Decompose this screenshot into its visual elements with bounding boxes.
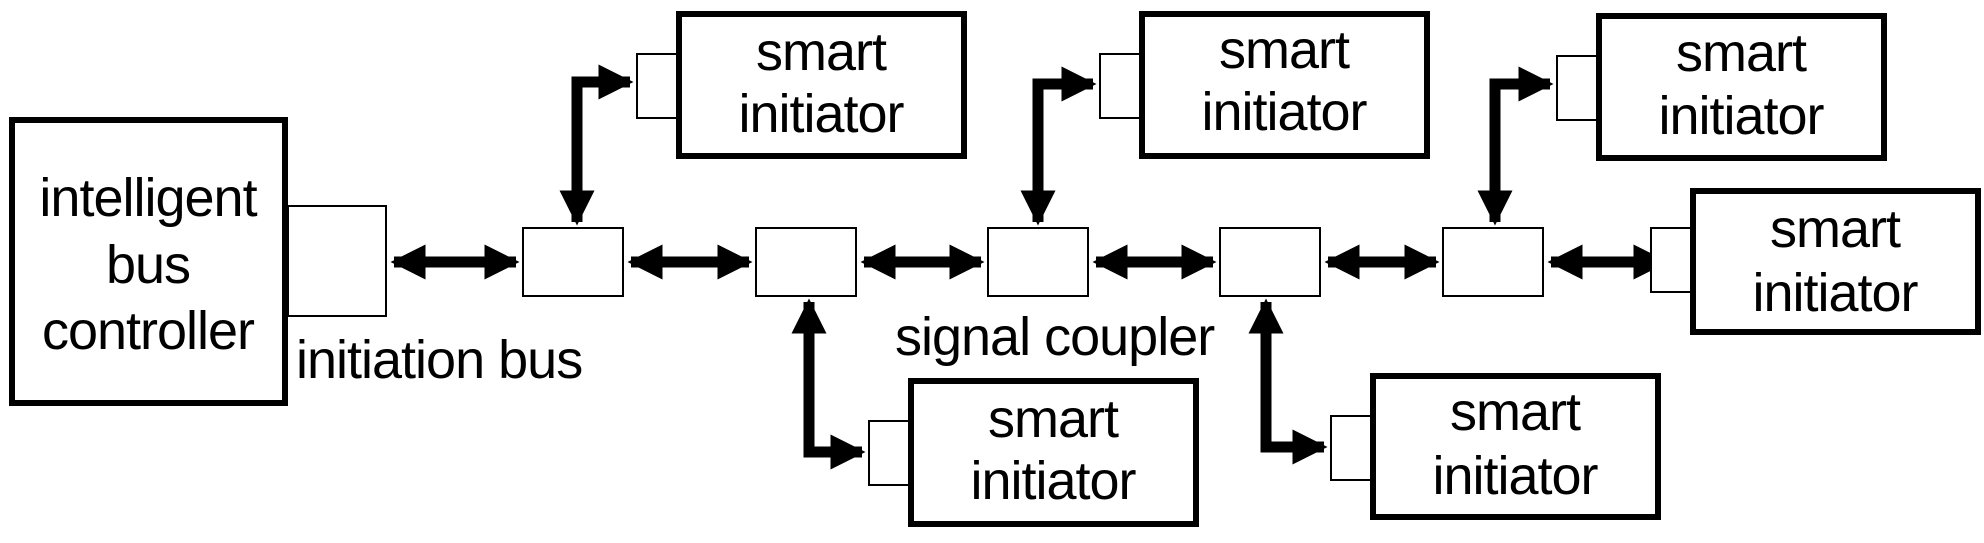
- initiation-bus-label: initiation bus: [296, 330, 582, 390]
- initiator-label-line1: smart: [756, 22, 887, 82]
- signal-coupler-2: [755, 227, 857, 297]
- initiator-label-line1: smart: [988, 389, 1119, 449]
- branch-arrow-2: [1020, 66, 1097, 226]
- intelligent-bus-controller: intelligent bus controller: [9, 117, 387, 406]
- controller-label-line1: intelligent: [39, 168, 257, 228]
- branch-arrow-5: [1248, 298, 1328, 465]
- initiator-label-line2: initiator: [1201, 82, 1367, 142]
- initiator-label-line1: smart: [1676, 23, 1807, 83]
- branch-arrow-3: [1477, 66, 1554, 226]
- initiator-label-line1: smart: [1450, 382, 1581, 442]
- signal-coupler-4: [1219, 227, 1321, 297]
- initiator-label-line2: initiator: [1432, 446, 1598, 506]
- initiator-label-line1: smart: [1770, 199, 1901, 259]
- signal-coupler-3: [987, 227, 1089, 297]
- signal-coupler-1: [522, 227, 624, 297]
- smart-initiator-2: smart initiator: [1099, 11, 1430, 159]
- smart-initiator-1: smart initiator: [636, 11, 967, 159]
- smart-initiator-5: smart initiator: [868, 378, 1199, 527]
- branch-arrow-1: [559, 64, 634, 226]
- initiator-label-line2: initiator: [1752, 263, 1918, 323]
- smart-initiator-4: smart initiator: [1650, 188, 1981, 335]
- initiator-label-line2: initiator: [1658, 86, 1824, 146]
- branch-arrows: [559, 64, 1554, 470]
- smart-initiator-3: smart initiator: [1556, 13, 1887, 161]
- signal-coupler-5: [1442, 227, 1544, 297]
- controller-label-line3: controller: [42, 301, 255, 361]
- controller-label-line2: bus: [106, 235, 190, 295]
- initiator-label-line2: initiator: [738, 84, 904, 144]
- initiator-label-line1: smart: [1219, 20, 1350, 80]
- initiator-label-line2: initiator: [970, 451, 1136, 511]
- branch-arrow-4: [791, 298, 866, 470]
- smart-initiator-6: smart initiator: [1330, 373, 1661, 520]
- signal-coupler-label: signal coupler: [895, 307, 1215, 367]
